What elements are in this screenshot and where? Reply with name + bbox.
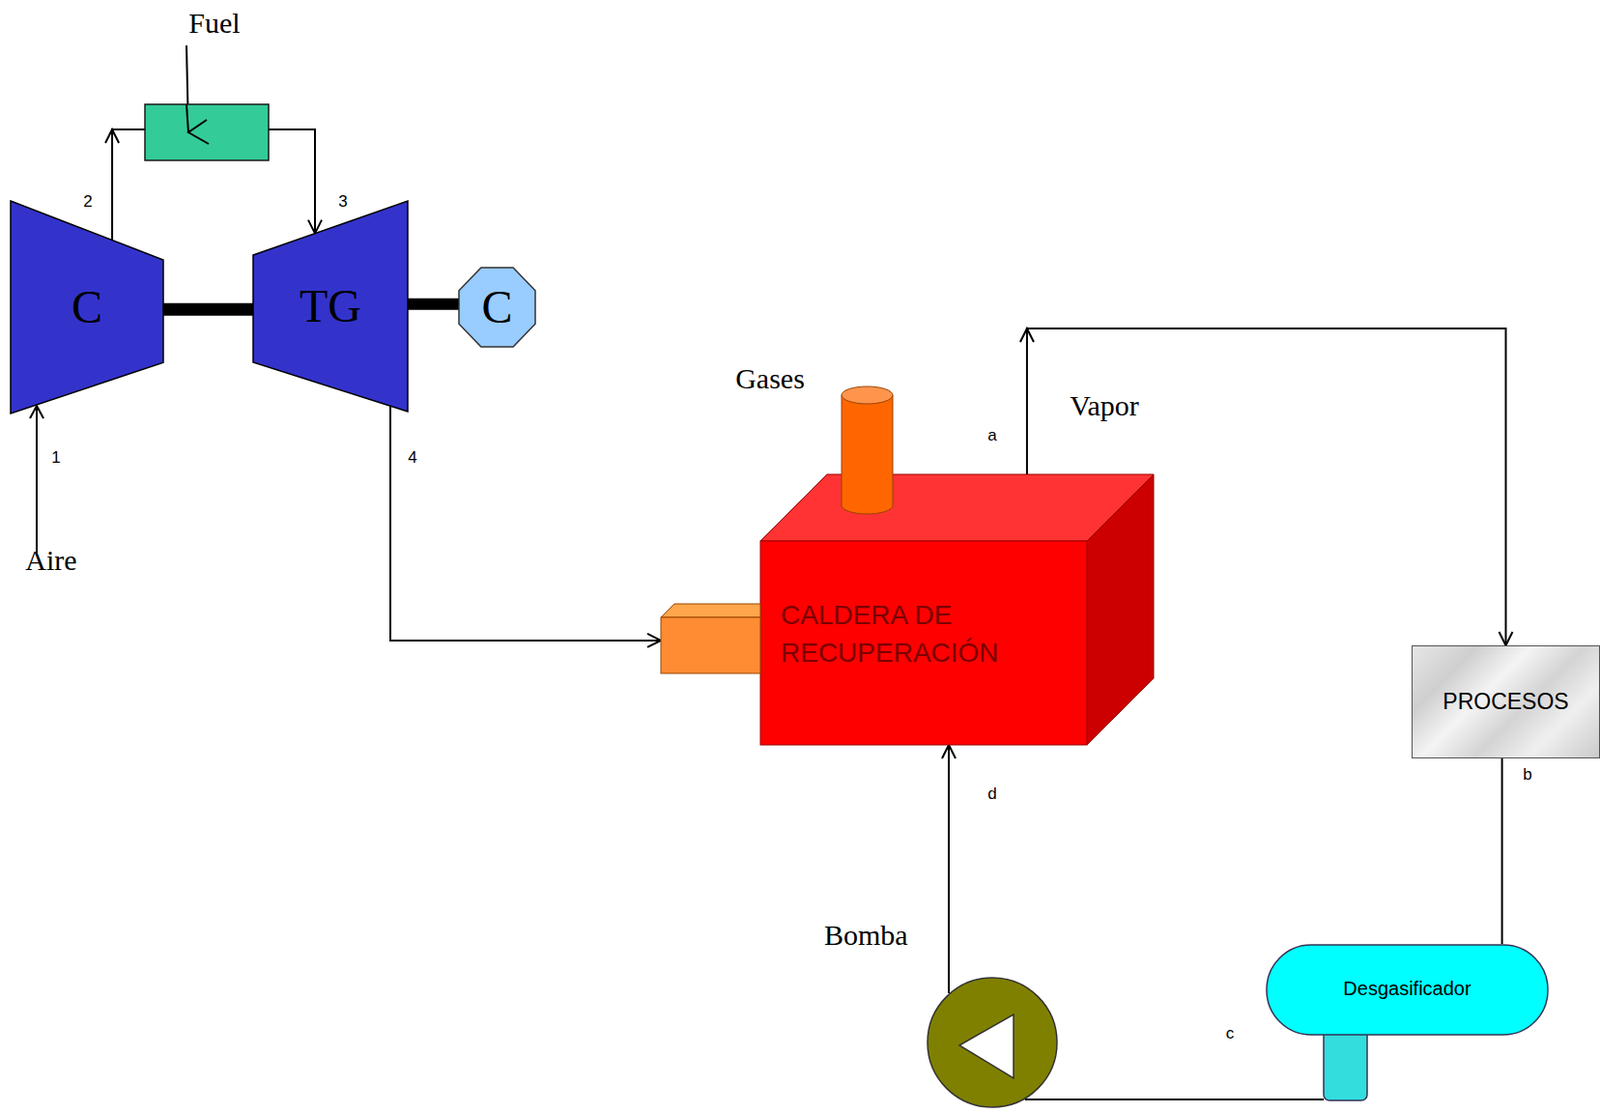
pipe-line — [947, 744, 950, 994]
callout-label: b — [1522, 766, 1532, 785]
shaft — [163, 303, 254, 316]
gas-inlet — [660, 617, 761, 674]
recovery-boiler: CALDERA DE RECUPERACIÓN — [660, 474, 1154, 745]
air-inlet-arrowhead — [29, 405, 44, 419]
deaerator-drawing — [1265, 943, 1549, 1103]
arrowhead — [1020, 328, 1034, 343]
callout-label: a — [987, 427, 997, 446]
callout-label: Aire — [25, 543, 77, 576]
callout-label: c — [1226, 1025, 1235, 1044]
pump-triangle — [959, 1014, 1014, 1079]
node-text: Desgasificador — [1342, 976, 1471, 1000]
callout-label: 1 — [51, 449, 60, 468]
process-box: PROCESOS — [1411, 645, 1600, 759]
inlet-top-face — [660, 603, 761, 618]
callout-label: Gases — [735, 362, 805, 395]
chimney-top — [841, 386, 893, 404]
callout-label: 4 — [407, 449, 417, 468]
callout-label: d — [987, 785, 997, 804]
deaerator: Desgasificador — [1265, 943, 1549, 1103]
trapezoid — [253, 200, 408, 412]
callout-label: 3 — [338, 193, 347, 212]
pump-circle — [927, 977, 1058, 1108]
connector — [1025, 1099, 1324, 1101]
generator-octagon: C — [458, 267, 536, 347]
connector — [1501, 758, 1503, 944]
pipe-line — [1025, 1098, 1324, 1101]
node-text: C — [71, 279, 103, 336]
node-text: CALDERA DE RECUPERACIÓN — [780, 596, 1052, 672]
boiler-side-face — [1086, 474, 1154, 745]
edge-label: Vapor — [1069, 389, 1140, 422]
arrowhead — [647, 633, 661, 648]
chimney-base — [841, 505, 893, 515]
connector — [163, 309, 254, 311]
node-text: Bomba — [824, 917, 1058, 953]
compressor-shape: C — [10, 200, 164, 414]
pipe-line — [390, 405, 661, 641]
node-text: C — [481, 279, 513, 336]
trapezoid — [10, 200, 164, 414]
arrowhead — [105, 129, 119, 143]
gas-turbine-shape: TG — [253, 200, 408, 412]
pipe-line — [1501, 758, 1504, 944]
chimney-edge — [841, 395, 843, 506]
node-text: TG — [299, 278, 362, 335]
chimney-edge — [892, 395, 894, 506]
arrowhead — [1499, 631, 1514, 646]
node-text: PROCESOS — [1442, 688, 1569, 716]
callout-label: 2 — [83, 193, 92, 212]
connector — [407, 303, 459, 305]
air-inlet-line — [35, 406, 38, 553]
fuel-flame-symbol — [188, 119, 209, 144]
fuel-injector — [186, 104, 189, 133]
connector — [390, 405, 661, 648]
fuel-line — [186, 45, 189, 133]
combustion-chamber — [144, 104, 269, 161]
connector — [942, 744, 956, 994]
pump: Bomba — [824, 917, 1058, 1109]
boiler-top-face — [760, 474, 1154, 542]
arrowhead — [942, 744, 956, 759]
shaft — [407, 298, 459, 311]
deaerator-vessel — [1266, 944, 1548, 1035]
octagon — [458, 267, 536, 347]
boiler-front-face — [760, 541, 1087, 745]
callout-label: Fuel — [188, 6, 240, 39]
chimney-body — [841, 395, 893, 506]
